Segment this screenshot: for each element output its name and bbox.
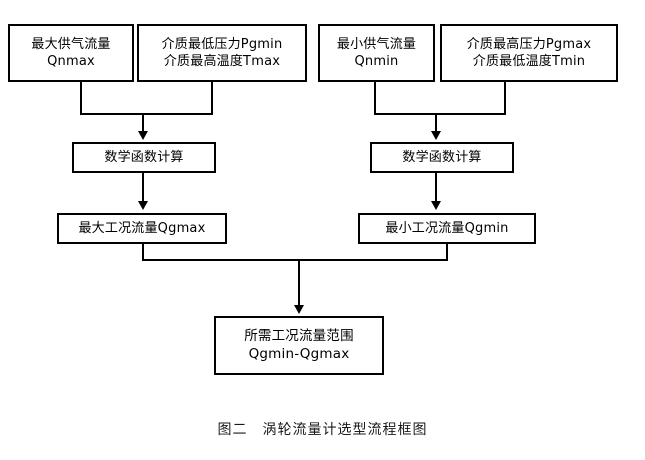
node-required-working-flow-range-line2: Qgmin-Qgmax <box>248 345 350 362</box>
connector-calc-right-to-qgmin <box>435 173 437 203</box>
connector-left-merge-bar <box>80 113 213 115</box>
connector-bottom-merge-stem <box>298 259 300 307</box>
node-max-pressure-min-temp-line1: 介质最高压力Pgmax <box>466 36 592 52</box>
arrowhead-to-result <box>294 305 304 314</box>
node-required-working-flow-range-line1: 所需工况流量范围 <box>244 327 354 344</box>
connector-qgmin-down <box>446 244 448 261</box>
node-max-supply-flow-line2: Qnmax <box>47 54 95 69</box>
node-min-pressure-max-temp-line2: 介质最高温度Tmax <box>163 54 281 69</box>
node-required-working-flow-range: 所需工况流量范围 Qgmin-Qgmax <box>214 316 384 375</box>
connector-bottom-merge-bar <box>142 259 448 261</box>
node-min-working-flow: 最小工况流量Qgmin <box>358 213 536 244</box>
node-math-calc-right: 数学函数计算 <box>370 142 514 173</box>
node-max-supply-flow-line1: 最大供气流量 <box>31 36 111 52</box>
node-max-pressure-min-temp-line2: 介质最低温度Tmin <box>472 54 586 69</box>
connector-qnmax-down <box>80 82 82 115</box>
node-min-pressure-max-temp: 介质最低压力Pgmin 介质最高温度Tmax <box>137 24 307 82</box>
connector-pgmin-tmax-down <box>211 82 213 115</box>
arrowhead-left-to-calc <box>138 131 148 140</box>
connector-qgmax-down <box>142 244 144 261</box>
node-math-calc-right-label: 数学函数计算 <box>402 149 482 165</box>
node-min-pressure-max-temp-line1: 介质最低压力Pgmin <box>161 36 283 52</box>
connector-left-merge-stem <box>142 113 144 133</box>
node-min-supply-flow-line1: 最小供气流量 <box>336 36 417 52</box>
node-math-calc-left: 数学函数计算 <box>72 142 216 173</box>
arrowhead-right-to-calc <box>431 131 441 140</box>
connector-right-merge-stem <box>435 113 437 133</box>
connector-pgmax-tmin-down <box>504 82 506 115</box>
node-max-working-flow: 最大工况流量Qgmax <box>57 213 227 244</box>
node-min-supply-flow: 最小供气流量 Qnmin <box>318 24 435 82</box>
connector-right-merge-bar <box>374 113 506 115</box>
node-math-calc-left-label: 数学函数计算 <box>104 149 184 165</box>
node-min-working-flow-label: 最小工况流量Qgmin <box>385 220 509 236</box>
arrowhead-calc-right-to-qgmin <box>431 201 441 210</box>
connector-qnmin-down <box>374 82 376 115</box>
arrowhead-calc-left-to-qgmax <box>138 201 148 210</box>
node-max-working-flow-label: 最大工况流量Qgmax <box>78 220 206 236</box>
figure-caption: 图二 涡轮流量计选型流程框图 <box>217 422 428 438</box>
node-min-supply-flow-line2: Qnmin <box>354 54 399 69</box>
node-max-pressure-min-temp: 介质最高压力Pgmax 介质最低温度Tmin <box>440 24 618 82</box>
node-max-supply-flow: 最大供气流量 Qnmax <box>8 24 134 82</box>
connector-calc-left-to-qgmax <box>142 173 144 203</box>
